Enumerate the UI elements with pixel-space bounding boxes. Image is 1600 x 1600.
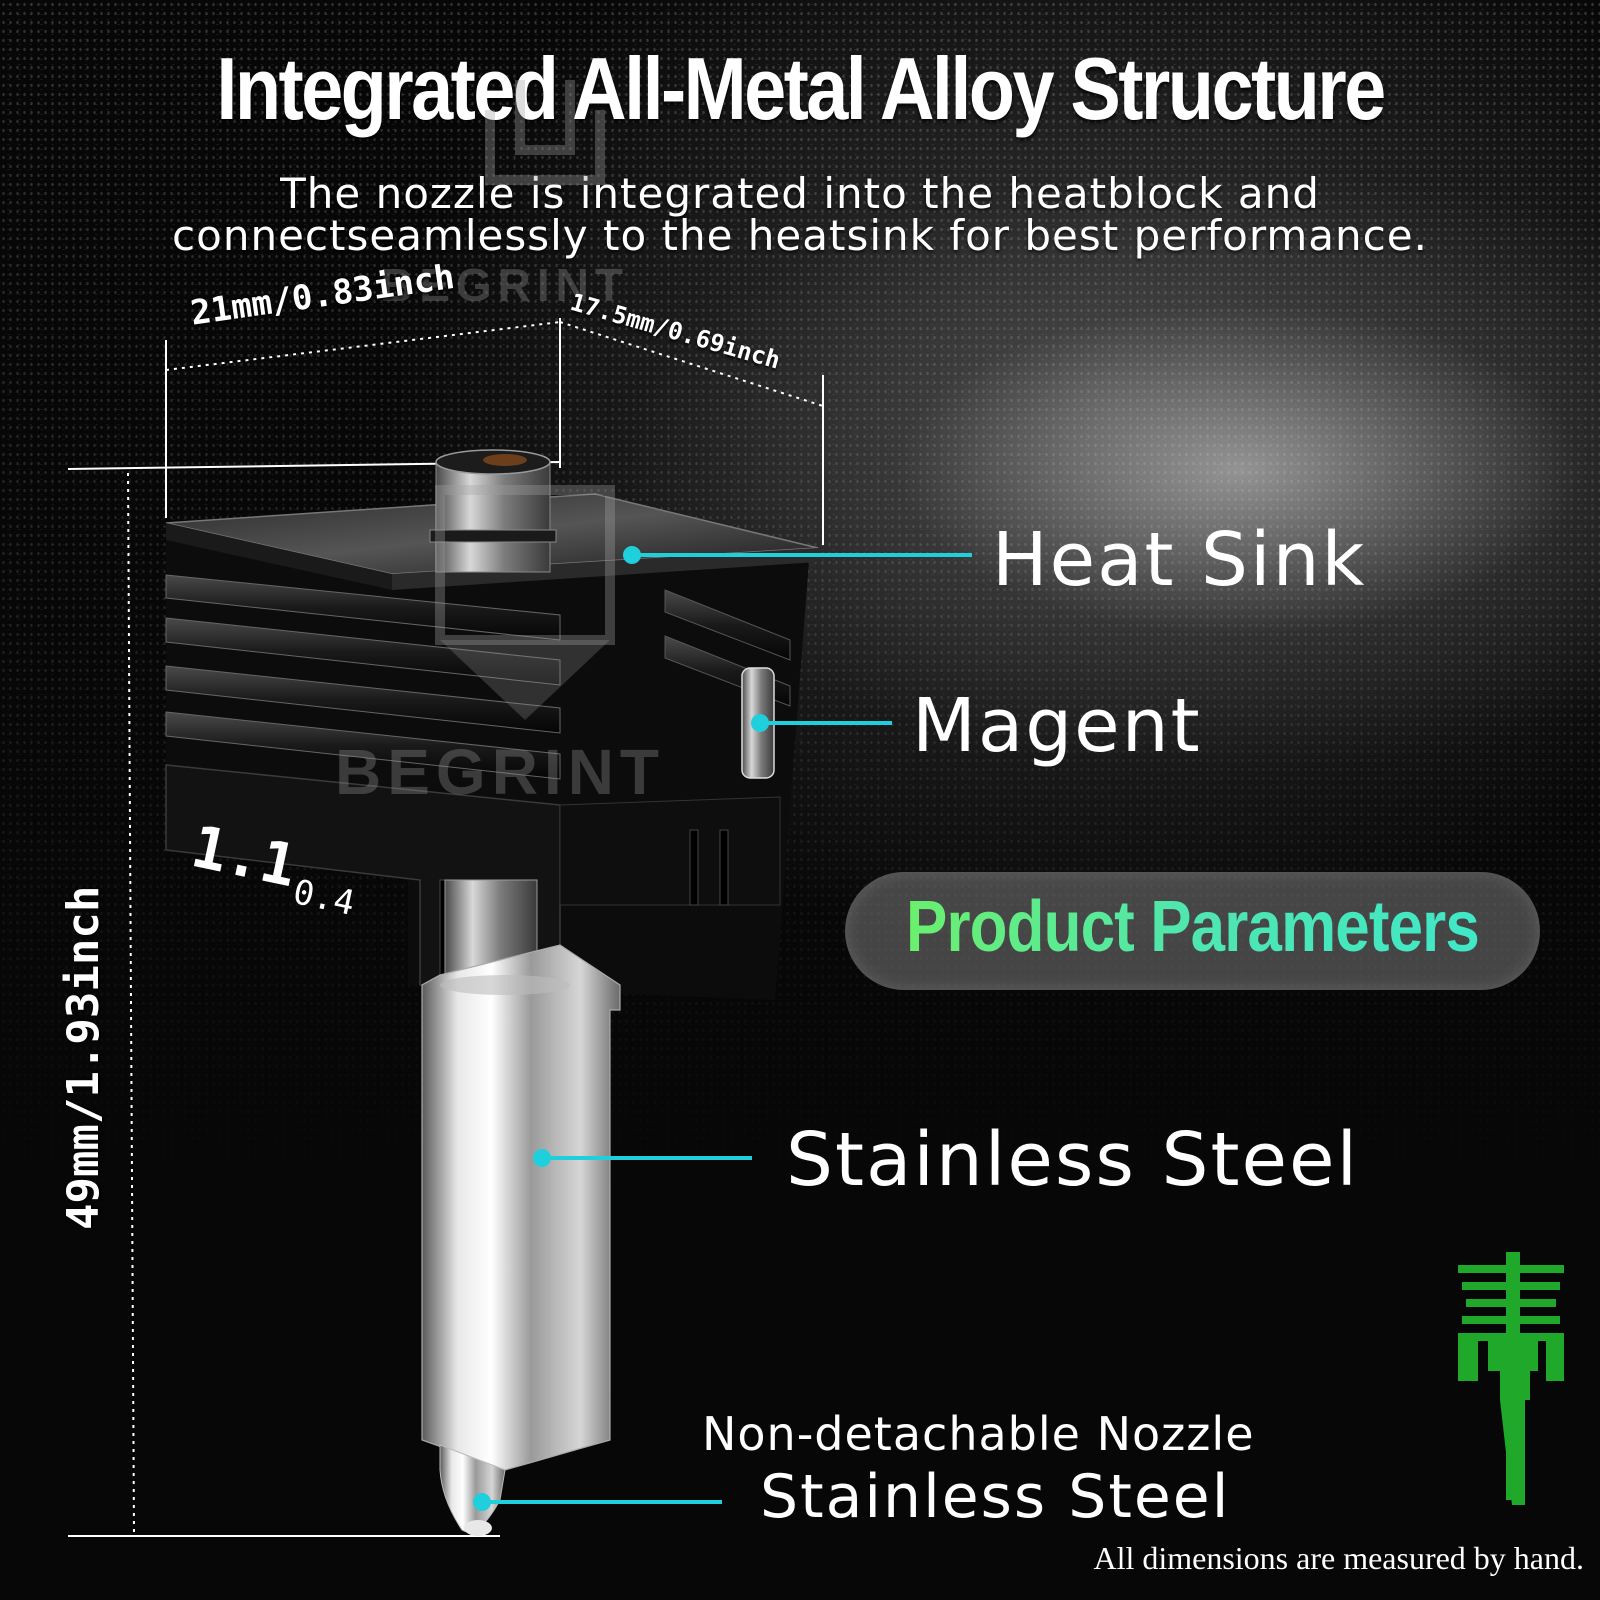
nozzle-tip (439, 1444, 506, 1536)
stainless-steel-label: Stainless Steel (786, 1117, 1360, 1203)
callout-dot-stainless (533, 1149, 551, 1167)
nozzle-label-line-1: Non-detachable Nozzle (702, 1407, 1255, 1461)
callout-dot-nozzle (473, 1493, 491, 1511)
filament-inlet (429, 449, 557, 573)
stainless-tube (421, 879, 621, 1471)
callout-dot-heat-sink (623, 546, 641, 564)
magnet-label: Magent (912, 683, 1202, 769)
subtitle-line-2: connectseamlessly to the heatsink for be… (172, 211, 1428, 260)
fin-2 (165, 617, 561, 686)
callout-dot-magnet (751, 714, 769, 732)
heat-sink-label: Heat Sink (992, 517, 1367, 603)
depth-dimension (559, 321, 824, 407)
dimension-lines (67, 318, 824, 1537)
height-dimension-label: 49mm/1.93inch (58, 885, 109, 1230)
hotend-icon (1458, 1252, 1564, 1505)
watermark-text-top: BEGRINT (380, 259, 629, 311)
nozzle-label-line-2: Stainless Steel (760, 1462, 1231, 1532)
watermark-logo (435, 80, 615, 720)
watermark-text-middle: BEGRINT (335, 736, 665, 808)
measurement-footnote: All dimensions are measured by hand. (1093, 1540, 1584, 1576)
fin-4 (165, 711, 561, 780)
subtitle-line-1: The nozzle is integrated into the heatbl… (280, 169, 1320, 218)
page-title: Integrated All-Metal Alloy Structure (216, 39, 1386, 138)
fin-3 (165, 665, 561, 734)
product-parameters-badge[interactable]: Product Parameters (845, 872, 1540, 990)
height-dimension (127, 472, 135, 1535)
product-parameters-label: Product Parameters (894, 886, 1492, 968)
fin-1 (165, 574, 561, 641)
width-dimension (165, 321, 561, 371)
callout-lines (473, 546, 972, 1511)
